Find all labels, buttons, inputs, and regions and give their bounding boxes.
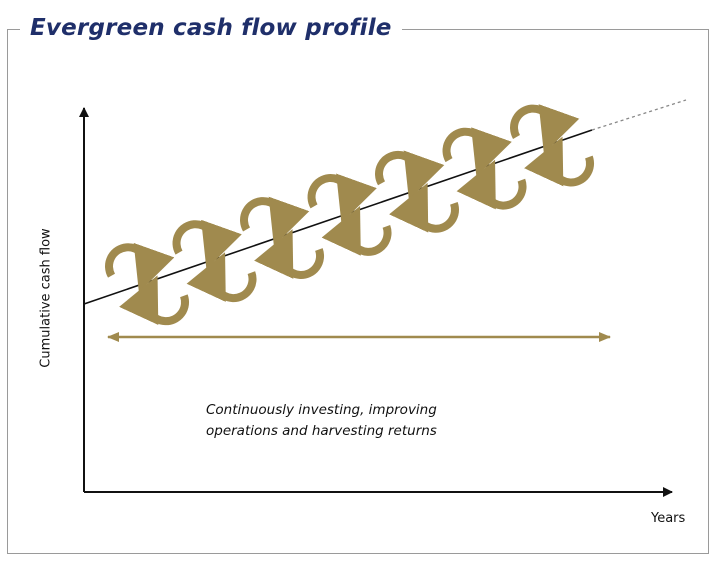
cycle-arrow-upper: [375, 150, 445, 200]
investment-cycles: [105, 104, 595, 326]
cycle-arrow-lower: [254, 229, 325, 279]
cycle-arrow-upper: [510, 104, 580, 154]
cycle-arrow-upper: [172, 219, 242, 270]
cycle-arrow-upper: [240, 196, 310, 247]
diagram-title: Evergreen cash flow profile: [20, 11, 402, 45]
annotation-line: Continuously investing, improving: [206, 402, 437, 418]
cycle-arrow-lower: [389, 182, 460, 233]
cycle-arrow-lower: [524, 136, 595, 187]
cycle-arrow-lower: [119, 275, 190, 326]
cycle-arrow-lower: [321, 206, 392, 256]
cycle-arrow-upper: [105, 242, 175, 293]
trend-line: [83, 129, 593, 305]
cycle-arrow-upper: [442, 127, 512, 177]
y-axis-label: Cumulative cash flow: [38, 228, 54, 368]
cycle-arrow-lower: [456, 159, 527, 210]
cycle-arrow-upper: [307, 173, 377, 223]
x-axis-label: Years: [651, 511, 686, 526]
annotation-line: operations and harvesting returns: [206, 423, 437, 439]
trend-line-extension: [591, 99, 687, 131]
cycle-arrow-lower: [186, 252, 257, 303]
annotation-text: Continuously investing, improving operat…: [206, 400, 536, 442]
